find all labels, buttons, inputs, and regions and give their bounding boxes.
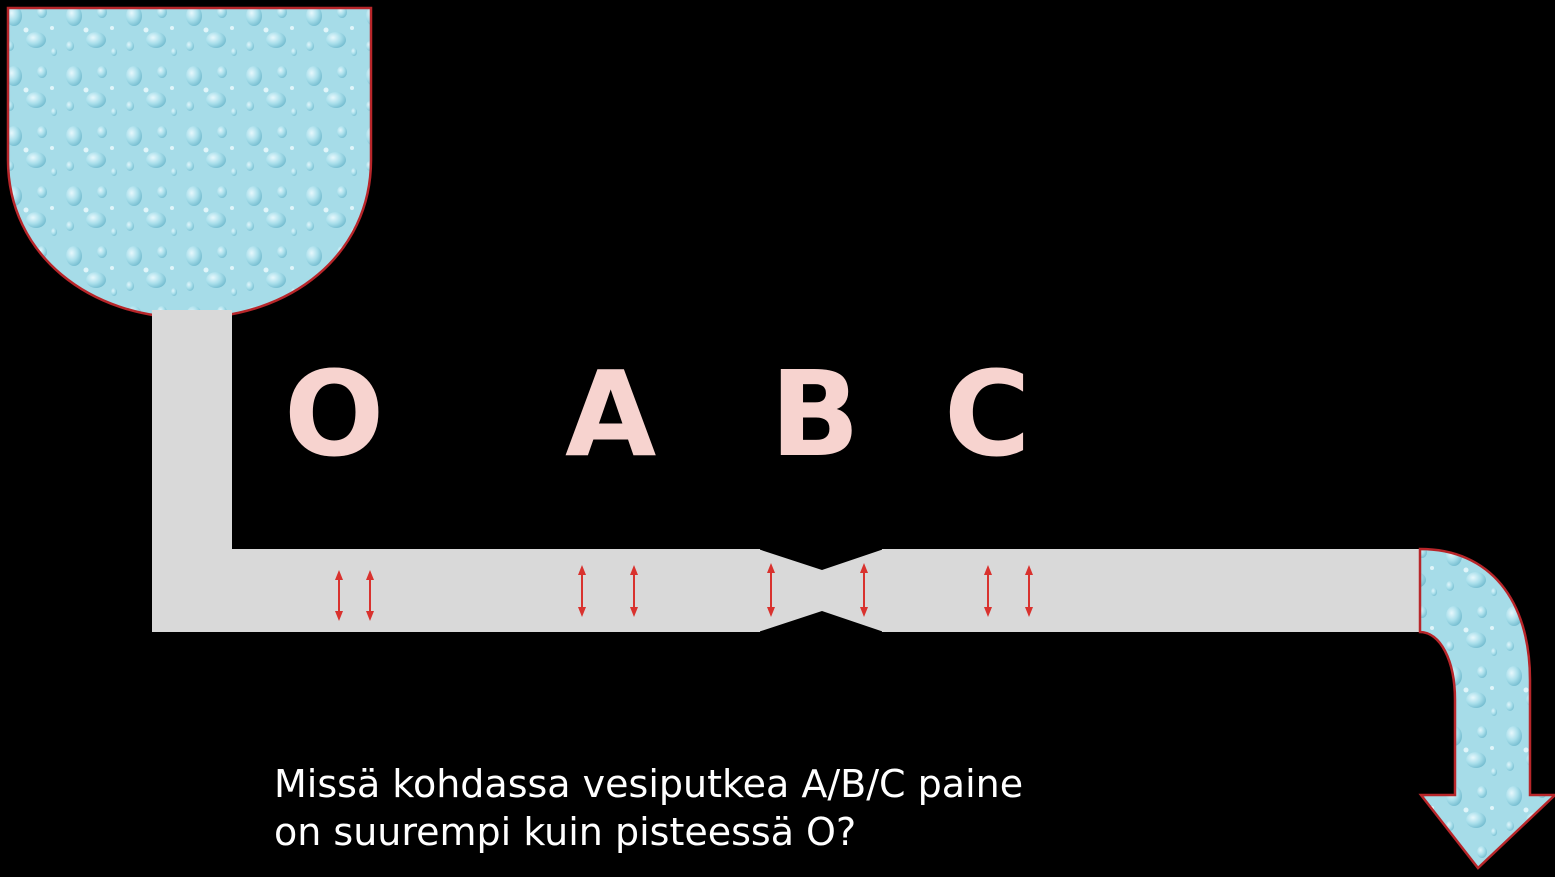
pipe-constriction <box>758 549 884 632</box>
pipe-segment-left <box>152 549 760 632</box>
question-text: Missä kohdassa vesiputkea A/B/C paine on… <box>274 760 1274 856</box>
water-tank <box>8 8 371 318</box>
point-label-c: C <box>944 355 1031 473</box>
point-label-b: B <box>770 355 860 473</box>
question-line-1: Missä kohdassa vesiputkea A/B/C paine <box>274 760 1274 808</box>
question-line-2: on suurempi kuin pisteessä O? <box>274 808 1274 856</box>
point-label-a: A <box>565 355 656 473</box>
outflow-arrow <box>1420 549 1555 868</box>
pipe-segment-right <box>882 549 1422 632</box>
point-label-o: O <box>284 355 384 473</box>
